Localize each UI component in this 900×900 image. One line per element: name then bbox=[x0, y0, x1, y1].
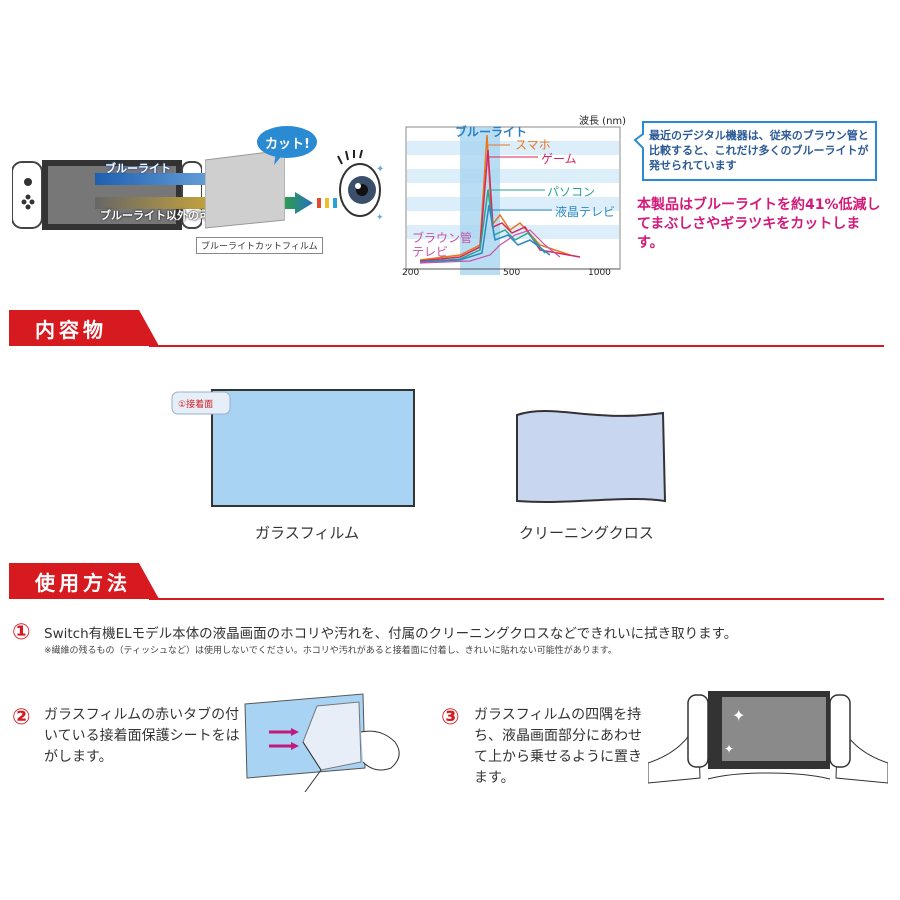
step3-number: ③ bbox=[441, 705, 460, 730]
series-label-pc: パソコン bbox=[547, 185, 596, 199]
cut-callout bbox=[256, 125, 318, 165]
step1-text: Switch有機ELモデル本体の液晶画面のホコリや汚れを、付属のクリーニングクロ… bbox=[44, 626, 738, 642]
step1-number: ① bbox=[12, 620, 31, 645]
x-tick-200: 200 bbox=[402, 268, 420, 278]
svg-text:✦: ✦ bbox=[732, 706, 745, 725]
section-contents-header: 内容物 bbox=[9, 310, 884, 350]
step2-text: ガラスフィルムの赤いタブの付いている接着面保護シートをはがします。 bbox=[44, 707, 240, 765]
svg-text:✦: ✦ bbox=[724, 742, 734, 756]
section-usage-title: 使用方法 bbox=[35, 571, 131, 595]
series-label-crt-tv: ブラウン管テレビ bbox=[412, 231, 473, 259]
peel-sheet-illustration bbox=[243, 692, 413, 793]
place-film-illustration: ✦ ✦ bbox=[647, 683, 889, 788]
series-label-sumaho: スマホ bbox=[515, 138, 551, 152]
step1-note: ※繊維の残るもの（ティッシュなど）は使用しないでください。ホコリや汚れがあると接… bbox=[44, 646, 617, 656]
cleaning-cloth-illustration bbox=[513, 405, 668, 505]
cut-callout-text: カット! bbox=[265, 137, 310, 152]
glass-film-label: ガラスフィルム bbox=[255, 524, 360, 542]
adhesive-tab-label: ①接着面 bbox=[178, 400, 214, 410]
svg-text:✦: ✦ bbox=[376, 164, 384, 175]
info-box: 最近のデジタル機器は、従来のブラウン管と比較すると、これだけ多くのブルーライトが… bbox=[633, 120, 878, 182]
spectrum-unit: 波長 (nm) bbox=[579, 116, 627, 127]
cleaning-cloth-label: クリーニングクロス bbox=[519, 524, 654, 542]
glass-film-illustration bbox=[170, 388, 416, 508]
section-usage-header: 使用方法 bbox=[9, 563, 884, 603]
step2-number: ② bbox=[12, 705, 31, 730]
eye-icon: ✦ ✦ bbox=[332, 149, 387, 225]
x-tick-1000: 1000 bbox=[588, 268, 611, 278]
series-label-lcd-tv: 液晶テレビ bbox=[555, 205, 616, 219]
reduction-claim: 本製品はブルーライトを約41%低減してまぶしさやギラツキをカットします。 bbox=[637, 197, 881, 251]
spectrum-band-label: ブルーライト bbox=[455, 125, 528, 139]
section-contents-title: 内容物 bbox=[35, 318, 107, 342]
step3-text: ガラスフィルムの四隅を持ち、液晶画面部分にあわせて上から乗せるように置きます。 bbox=[474, 707, 642, 786]
info-box-text: 最近のデジタル機器は、従来のブラウン管と比較すると、これだけ多くのブルーライトが… bbox=[649, 129, 869, 172]
bluelight-label: ブルーライト bbox=[105, 162, 171, 175]
x-tick-500: 500 bbox=[503, 268, 521, 278]
spectrum-chart bbox=[400, 105, 630, 285]
series-label-game: ゲーム bbox=[541, 152, 577, 166]
film-caption: ブルーライトカットフィルム bbox=[196, 237, 323, 254]
svg-text:✦: ✦ bbox=[376, 213, 384, 223]
